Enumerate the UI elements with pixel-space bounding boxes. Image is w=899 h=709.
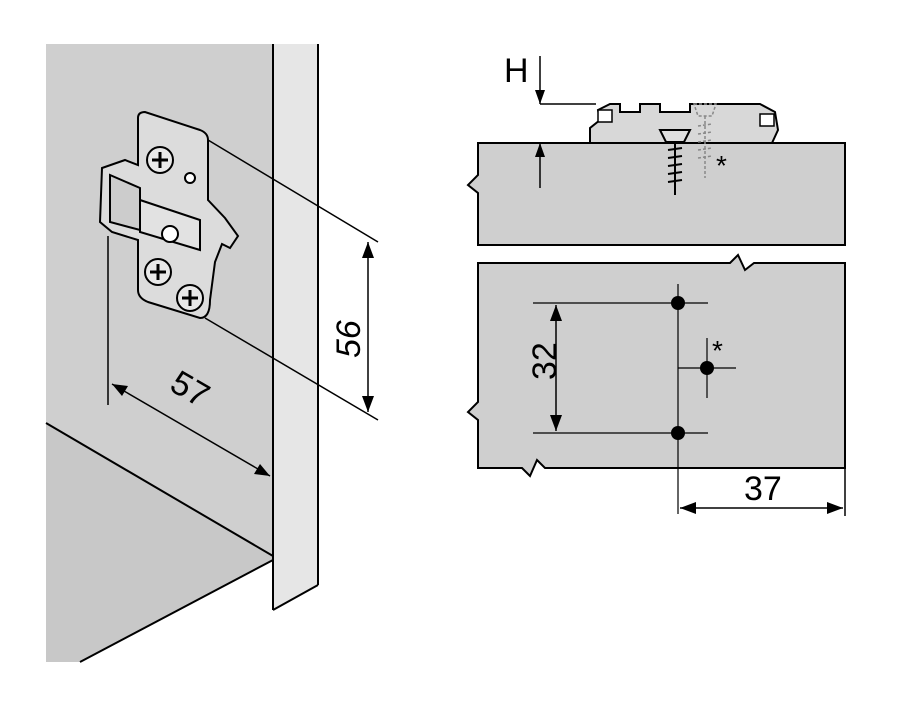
dimension-37-label: 37 xyxy=(744,470,782,508)
hinge-mounting-plate xyxy=(98,110,240,320)
floor-front-edge xyxy=(45,422,274,557)
dimension-56 xyxy=(204,139,379,421)
dimension-32 xyxy=(550,305,562,431)
section-panel xyxy=(466,142,846,246)
drilling-plan-view: * 32 37 xyxy=(466,253,846,516)
plate-height-label: H xyxy=(504,52,529,90)
cabinet-floor xyxy=(46,423,273,662)
drill-hole-top xyxy=(671,296,685,310)
cabinet-side-edge xyxy=(273,44,318,610)
dimension-56-label: 56 xyxy=(330,320,368,358)
dimension-57 xyxy=(107,236,271,477)
plan-panel xyxy=(466,253,846,478)
mounting-screw xyxy=(658,129,692,195)
floor-lower-edge xyxy=(79,559,274,663)
optional-hole-marker: * xyxy=(712,335,723,366)
dimension-32-label: 32 xyxy=(526,342,564,380)
optional-screw xyxy=(692,103,718,178)
dimension-H xyxy=(535,56,596,188)
dimension-37 xyxy=(680,468,846,516)
side-bottom-edge xyxy=(272,584,319,611)
optional-screw-marker: * xyxy=(716,150,727,181)
drill-hole-optional xyxy=(700,361,714,375)
drill-hole-bottom xyxy=(671,426,685,440)
cabinet-perspective-view: 57 56 xyxy=(45,44,379,663)
section-view: * H xyxy=(466,52,846,246)
